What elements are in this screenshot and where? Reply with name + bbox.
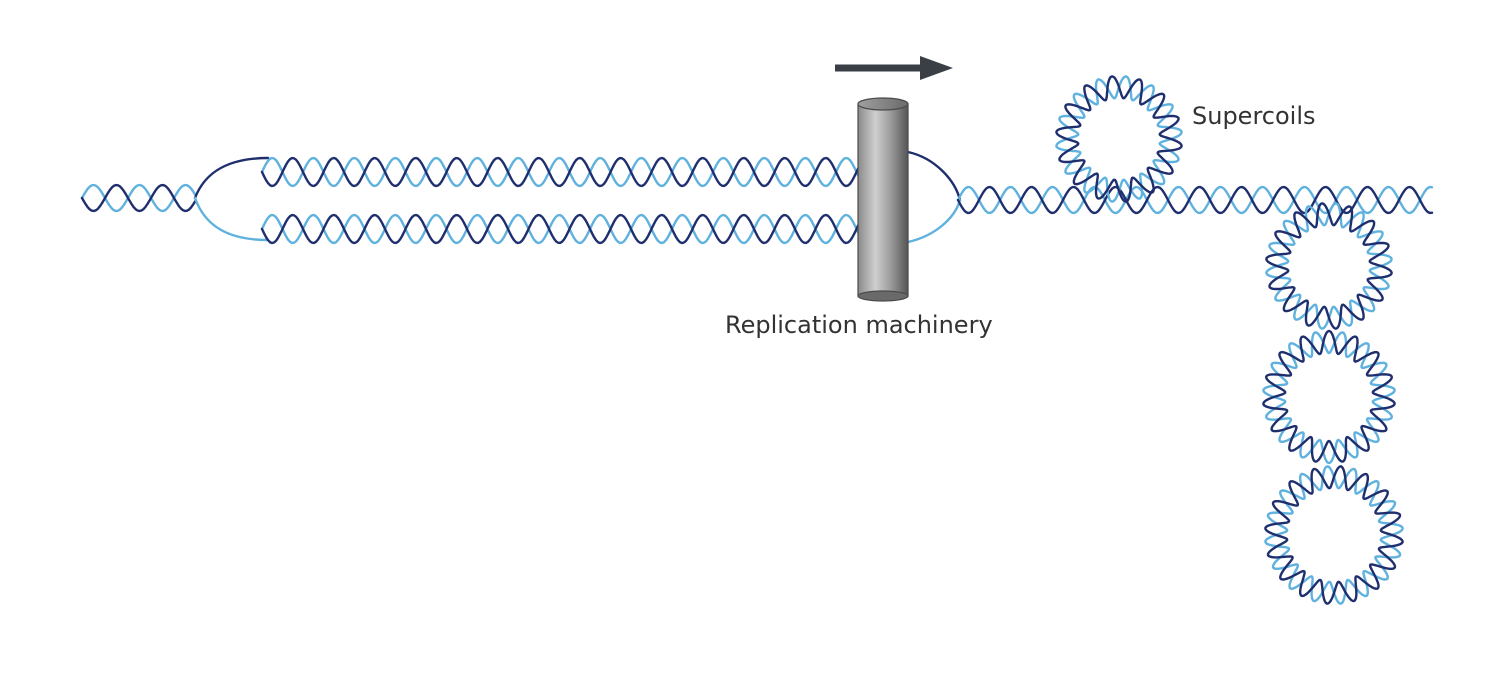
fork-arm-top (193, 156, 270, 200)
replication-machinery-cylinder-icon (857, 97, 909, 302)
light-strand (1055, 75, 1183, 203)
light-strand (260, 156, 864, 188)
fork-arm-bottom-right (906, 198, 962, 244)
light-strand (1262, 331, 1396, 465)
dark-strand (80, 183, 197, 213)
daughter-duplex-bottom (260, 213, 864, 245)
dark-strand (1265, 202, 1393, 330)
arrow-right-icon (835, 56, 953, 80)
light-strand (260, 213, 864, 245)
light-strand (1264, 465, 1404, 605)
light-strand (1265, 202, 1393, 330)
supercoils-label: Supercoils (1192, 102, 1316, 130)
light-strand (956, 185, 1434, 215)
parental-dna-left (80, 183, 197, 213)
light-strand (80, 183, 197, 213)
replication-fork-right (906, 150, 962, 244)
replication-fork-left (193, 156, 270, 242)
supercoil-loop-top (1055, 75, 1183, 203)
fork-arm-top-right (906, 150, 962, 202)
dark-strand (1262, 329, 1396, 463)
daughter-duplex-top (260, 156, 864, 188)
dark-strand (260, 213, 864, 245)
fork-arm-bottom (193, 196, 270, 242)
parental-dna-right (956, 185, 1434, 215)
dark-strand (956, 185, 1434, 215)
dark-strand (260, 156, 864, 188)
replication-machinery-label: Replication machinery (725, 311, 993, 339)
dark-strand (1055, 75, 1183, 203)
dark-strand (1264, 465, 1404, 605)
supercoil-chain-vertical (1262, 202, 1404, 605)
